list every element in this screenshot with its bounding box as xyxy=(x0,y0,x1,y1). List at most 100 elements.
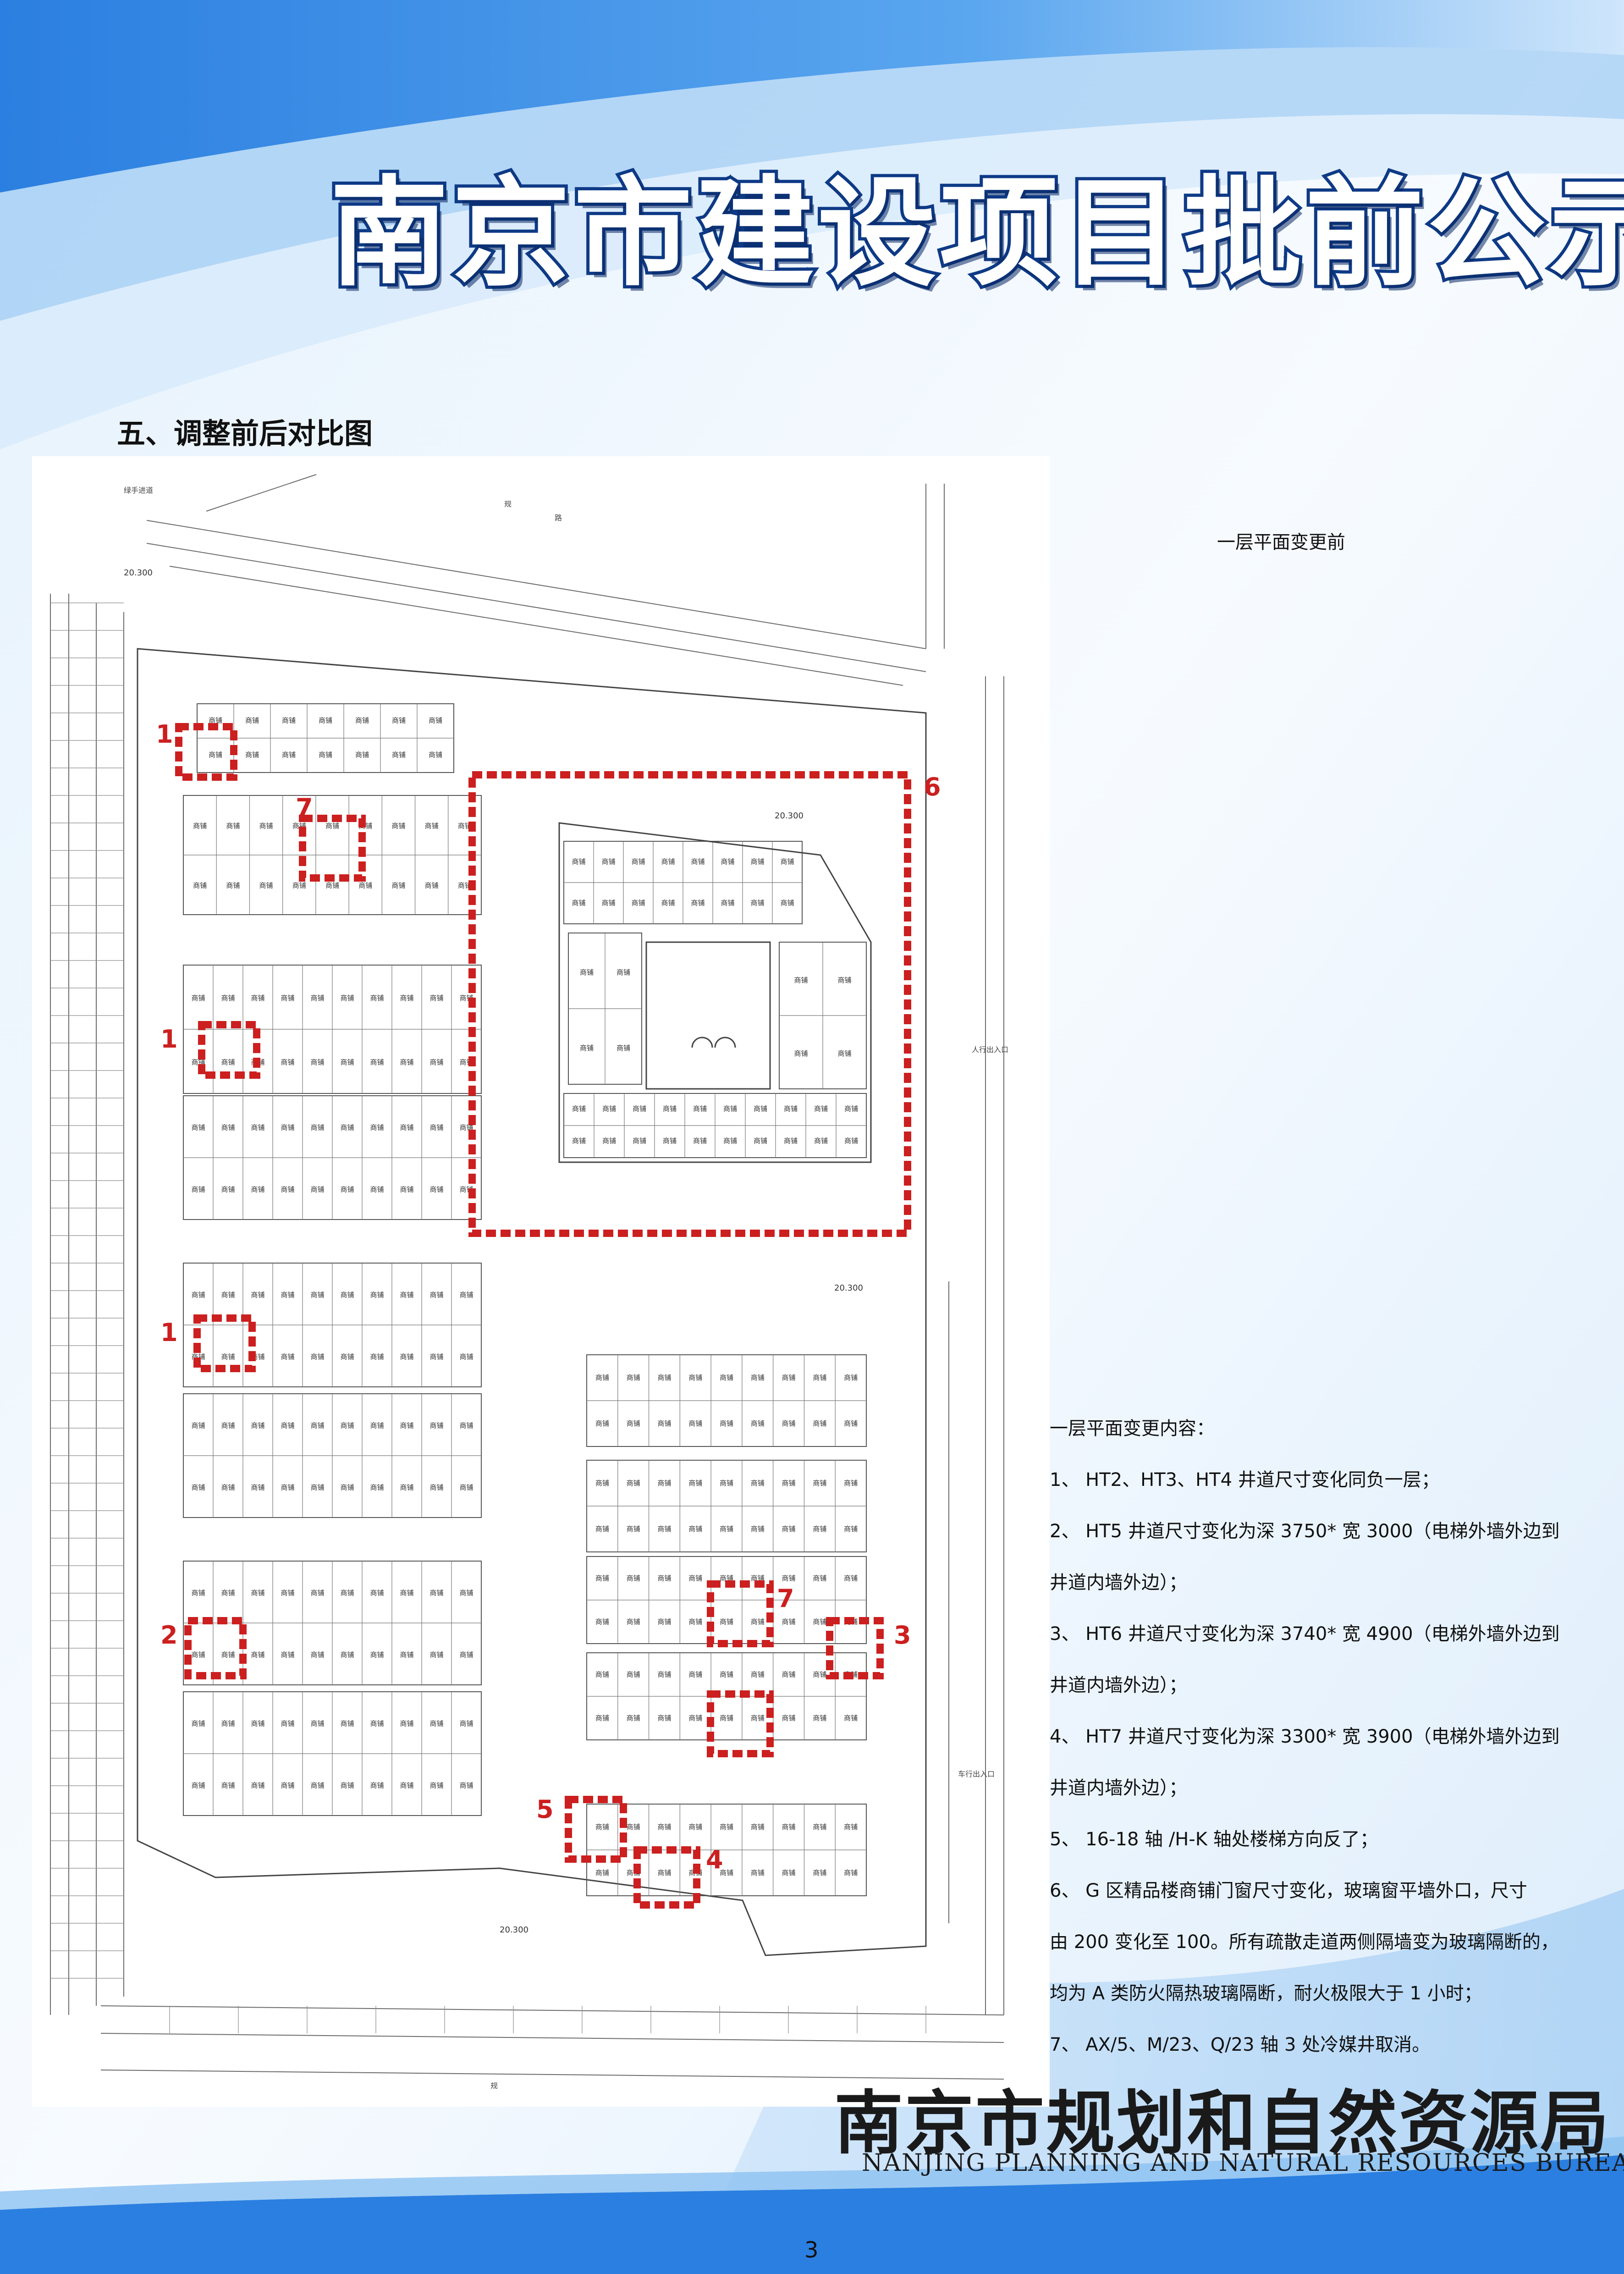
svg-text:路: 路 xyxy=(555,513,562,522)
shop-label: 商铺 xyxy=(580,968,594,977)
shop-label: 商铺 xyxy=(370,1291,384,1299)
shop-label: 商铺 xyxy=(631,858,645,866)
shop-label: 商铺 xyxy=(782,1670,796,1678)
shop-label: 商铺 xyxy=(751,1869,765,1877)
elevation-label: 20.300 xyxy=(124,568,153,578)
shop-label: 商铺 xyxy=(633,1105,646,1113)
shop-label: 商铺 xyxy=(251,1185,264,1193)
change-item: 由 200 变化至 100。所有疏散走道两侧隔墙变为玻璃隔断的， xyxy=(1050,1932,1559,1953)
shop-label: 商铺 xyxy=(429,1123,443,1131)
shop-label: 商铺 xyxy=(429,1483,443,1491)
shop-label: 商铺 xyxy=(782,1617,796,1626)
shop-label: 商铺 xyxy=(251,1291,264,1299)
floor-plan-panel: 商铺商铺商铺商铺商铺商铺商铺商铺商铺商铺商铺商铺商铺商铺商铺商铺商铺商铺商铺商铺… xyxy=(32,456,1050,2107)
shop-label: 商铺 xyxy=(780,899,794,907)
shop-label: 商铺 xyxy=(226,822,240,830)
shop-label: 商铺 xyxy=(340,1185,354,1193)
shop-label: 商铺 xyxy=(226,882,240,890)
shop-label: 商铺 xyxy=(370,994,384,1002)
change-item: 7、 AX/5、M/23、Q/23 轴 3 处冷媒井取消。 xyxy=(1050,2034,1431,2055)
marker-label-2: 2 xyxy=(160,1621,178,1650)
shop-label: 商铺 xyxy=(191,1421,205,1430)
shop-label: 商铺 xyxy=(617,1044,630,1052)
shop-label: 商铺 xyxy=(310,1483,324,1491)
marker-label-1: 1 xyxy=(160,1025,178,1054)
shop-label: 商铺 xyxy=(633,1137,646,1145)
shop-label: 商铺 xyxy=(429,1352,443,1361)
shop-label: 商铺 xyxy=(400,1123,413,1131)
shop-label: 商铺 xyxy=(782,1479,796,1487)
shop-label: 商铺 xyxy=(392,751,406,759)
shop-label: 商铺 xyxy=(782,1869,796,1877)
shop-label: 商铺 xyxy=(657,1574,671,1582)
shop-label: 商铺 xyxy=(340,994,354,1002)
change-marker-6 xyxy=(468,771,911,1237)
shop-label: 商铺 xyxy=(814,1137,828,1145)
shop-label: 商铺 xyxy=(572,1105,586,1113)
svg-text:绿手进道: 绿手进道 xyxy=(124,486,153,495)
shop-label: 商铺 xyxy=(281,1421,294,1430)
shop-label: 商铺 xyxy=(400,1589,413,1597)
shop-label: 商铺 xyxy=(429,1781,443,1789)
shop-label: 商铺 xyxy=(429,1291,443,1299)
shop-label: 商铺 xyxy=(221,1058,235,1066)
shop-label: 商铺 xyxy=(751,1525,765,1533)
shop-label: 商铺 xyxy=(221,1185,235,1193)
bureau-name-en: NANJING PLANNING AND NATURAL RESOURCES B… xyxy=(862,2149,1624,2177)
shop-label: 商铺 xyxy=(688,1617,702,1626)
shop-label: 商铺 xyxy=(595,1823,609,1831)
shop-label: 商铺 xyxy=(720,1479,733,1487)
shop-label: 商铺 xyxy=(429,716,442,724)
shop-label: 商铺 xyxy=(281,1719,294,1728)
shop-label: 商铺 xyxy=(370,1123,384,1131)
shop-label: 商铺 xyxy=(221,1291,235,1299)
shop-label: 商铺 xyxy=(595,1525,609,1533)
shop-label: 商铺 xyxy=(191,1483,205,1491)
shop-label: 商铺 xyxy=(310,1781,324,1789)
shop-label: 商铺 xyxy=(720,1374,733,1382)
shop-label: 商铺 xyxy=(191,1589,205,1597)
shop-label: 商铺 xyxy=(191,1781,205,1789)
shop-label: 商铺 xyxy=(837,1049,851,1058)
shop-label: 商铺 xyxy=(657,1525,671,1533)
shop-label: 商铺 xyxy=(627,1525,640,1533)
shop-label: 商铺 xyxy=(691,899,705,907)
shop-label: 商铺 xyxy=(595,1617,609,1626)
shop-label: 商铺 xyxy=(340,1352,354,1361)
shop-label: 商铺 xyxy=(720,1670,733,1678)
shop-label: 商铺 xyxy=(459,1650,473,1659)
shop-label: 商铺 xyxy=(617,968,630,977)
shop-label: 商铺 xyxy=(813,1374,826,1382)
shop-label: 商铺 xyxy=(780,858,794,866)
shop-label: 商铺 xyxy=(191,1719,205,1728)
shop-label: 商铺 xyxy=(425,882,439,890)
shop-label: 商铺 xyxy=(595,1869,609,1877)
shop-label: 商铺 xyxy=(813,1479,826,1487)
shop-label: 商铺 xyxy=(844,1869,858,1877)
shop-label: 商铺 xyxy=(844,1374,858,1382)
shop-label: 商铺 xyxy=(693,1105,707,1113)
change-item: 5、 16-18 轴 /H-K 轴处楼梯方向反了； xyxy=(1050,1829,1378,1850)
shop-label: 商铺 xyxy=(340,1650,354,1659)
shop-label: 商铺 xyxy=(657,1823,671,1831)
shop-label: 商铺 xyxy=(191,1291,205,1299)
shop-label: 商铺 xyxy=(400,1719,413,1728)
shop-label: 商铺 xyxy=(370,1483,384,1491)
shop-label: 商铺 xyxy=(370,1650,384,1659)
shop-label: 商铺 xyxy=(429,1058,443,1066)
shop-label: 商铺 xyxy=(251,1421,264,1430)
shop-label: 商铺 xyxy=(400,1291,413,1299)
shop-label: 商铺 xyxy=(392,716,406,724)
elevation-label: 20.300 xyxy=(834,1283,863,1293)
shop-label: 商铺 xyxy=(193,822,207,830)
shop-label: 商铺 xyxy=(782,1374,796,1382)
elevation-label: 20.300 xyxy=(775,811,804,821)
svg-text:人行出入口: 人行出入口 xyxy=(972,1045,1008,1054)
shop-label: 商铺 xyxy=(310,1421,324,1430)
shop-label: 商铺 xyxy=(310,1291,324,1299)
shop-label: 商铺 xyxy=(191,1650,205,1659)
shop-label: 商铺 xyxy=(459,1589,473,1597)
shop-label: 商铺 xyxy=(720,1714,733,1722)
shop-label: 商铺 xyxy=(281,1185,294,1193)
shop-label: 商铺 xyxy=(221,1123,235,1131)
